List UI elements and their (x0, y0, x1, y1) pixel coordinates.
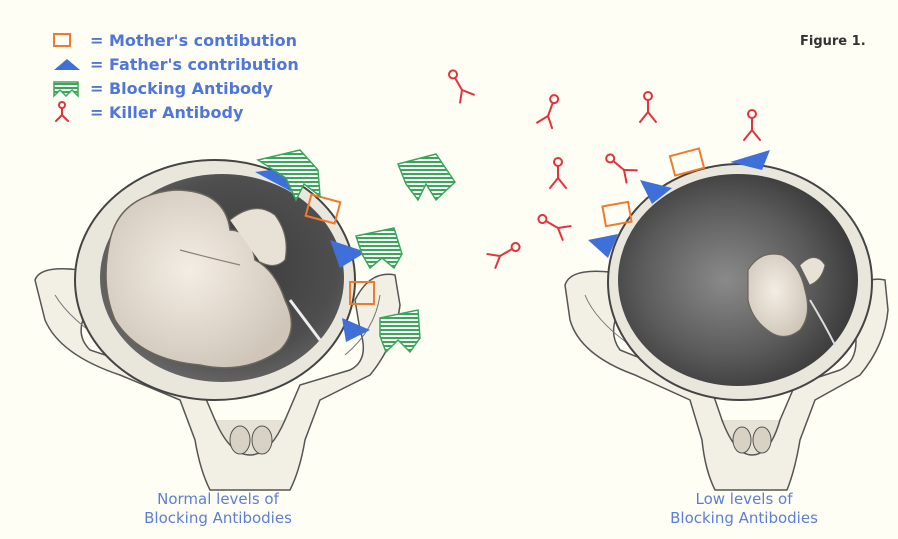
legend-item-mother: = Mother's contibution (52, 28, 299, 52)
legend: = Mother's contibution = Father's contri… (52, 28, 299, 124)
legend-item-blocking: = Blocking Antibody (52, 76, 299, 100)
blocking-antibody-marker (398, 154, 455, 200)
killer-antibody-marker (744, 110, 760, 140)
legend-label-killer: = Killer Antibody (90, 103, 243, 122)
blue-triangle-icon (52, 53, 90, 75)
legend-label-mother: = Mother's contibution (90, 31, 297, 50)
killer-antibody-marker (444, 67, 474, 103)
legend-label-blocking: = Blocking Antibody (90, 79, 273, 98)
left-caption: Normal levels of Blocking Antibodies (108, 490, 328, 528)
red-killer-antibody-icon (52, 101, 90, 123)
killer-antibody-marker (535, 210, 571, 240)
killer-antibody-marker (487, 238, 523, 268)
right-caption: Low levels of Blocking Antibodies (634, 490, 854, 528)
mother-square-marker (602, 202, 631, 226)
killer-antibody-marker (640, 92, 656, 122)
right-womb-illustration (565, 164, 888, 490)
killer-antibody-marker (602, 150, 637, 183)
figure-label: Figure 1. (800, 34, 866, 49)
blocking-antibody-marker (380, 310, 420, 352)
legend-label-father: = Father's contribution (90, 55, 299, 74)
left-caption-line2: Blocking Antibodies (108, 509, 328, 528)
right-caption-line1: Low levels of (634, 490, 854, 509)
killer-antibody-marker (537, 93, 563, 129)
killer-antibody-marker (550, 158, 566, 188)
left-caption-line1: Normal levels of (108, 490, 328, 509)
blocking-antibody-marker (356, 228, 402, 268)
right-amniotic-cavity (618, 174, 858, 386)
green-blocking-antibody-icon (52, 77, 90, 99)
right-caption-line2: Blocking Antibodies (634, 509, 854, 528)
orange-square-icon (52, 29, 90, 51)
legend-item-killer: = Killer Antibody (52, 100, 299, 124)
legend-item-father: = Father's contribution (52, 52, 299, 76)
